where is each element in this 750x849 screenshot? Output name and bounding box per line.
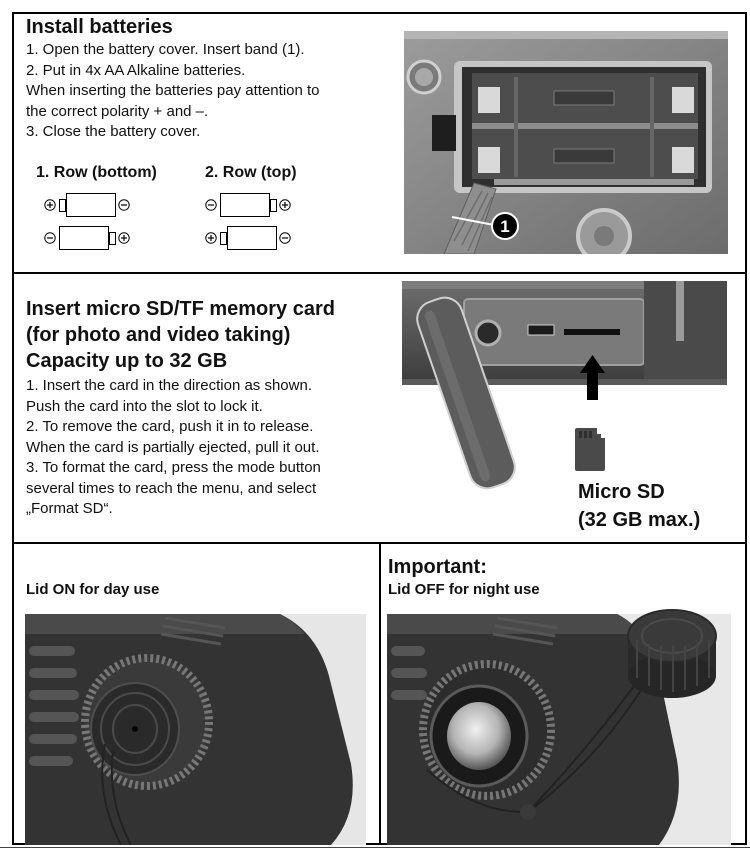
battery-section-title: Install batteries: [26, 16, 173, 38]
cap-strap: [101, 743, 122, 845]
memory-card-step-line: 2. To remove the card, push it in to rel…: [26, 418, 314, 435]
plus-terminal-icon: [118, 232, 130, 244]
bottom-rule: [0, 847, 750, 848]
row-top-label: 2. Row (top): [205, 164, 297, 181]
lid-on-label: Lid ON for day use: [26, 581, 160, 598]
battery-step-line: 3. Close the battery cover.: [26, 123, 201, 140]
battery-diagram: [44, 225, 130, 251]
battery-diagram: [205, 192, 291, 218]
row-bottom-label: 1. Row (bottom): [36, 164, 157, 181]
memory-card-title: Insert micro SD/TF memory card (for phot…: [26, 296, 335, 374]
minus-terminal-icon: [44, 232, 56, 244]
memory-card-step-line: When the card is partially ejected, pull…: [26, 438, 320, 456]
memory-card-title-line: Insert micro SD/TF memory card: [26, 298, 335, 320]
battery-positive-nub: [270, 198, 277, 212]
battery-steps: 1. Open the battery cover. Insert band (…: [26, 40, 320, 143]
strap-bead: [520, 804, 536, 820]
minus-terminal-icon: [205, 199, 217, 211]
card-label-line: (32 GB max.): [578, 509, 701, 531]
memory-card-step-line: „Format SD“.: [26, 500, 113, 517]
av-port-icon: [474, 319, 502, 347]
battery-body: [66, 193, 116, 217]
lens-glass: [447, 702, 511, 770]
lid-on-photo: [25, 614, 366, 845]
battery-positive-nub: [59, 198, 66, 212]
callout-badge: [491, 212, 519, 240]
battery-step-line: 2. Put in 4x AA Alkaline batteries.: [26, 61, 246, 79]
battery-body: [227, 226, 277, 250]
battery-step-line: When inserting the batteries pay attenti…: [26, 82, 320, 99]
sd-slot: [564, 329, 620, 335]
sd-card-icon: [575, 428, 605, 471]
memory-card-step-line: 3. To format the card, press the mode bu…: [26, 459, 321, 476]
lens-cap: [627, 609, 717, 698]
card-slot-photo: [402, 281, 727, 490]
plus-terminal-icon: [44, 199, 56, 211]
column-divider: [379, 543, 381, 845]
arrow-up-icon: [580, 355, 605, 400]
card-label: Micro SD (32 GB max.): [578, 478, 700, 534]
minus-terminal-icon: [118, 199, 130, 211]
callout-number: 1: [500, 217, 509, 236]
lid-off-label: Lid OFF for night use: [388, 581, 540, 598]
plus-terminal-icon: [279, 199, 291, 211]
memory-card-steps: 1. Insert the card in the direction as s…: [26, 376, 321, 520]
memory-card-step-line: several times to reach the menu, and sel…: [26, 479, 317, 497]
plus-terminal-icon: [205, 232, 217, 244]
battery-body: [59, 226, 109, 250]
battery-positive-nub: [109, 231, 116, 245]
battery-diagram: [44, 192, 130, 218]
battery-step-line: the correct polarity + and –.: [26, 102, 209, 120]
battery-compartment-photo: 1: [404, 31, 728, 254]
memory-card-step-line: Push the card into the slot to lock it.: [26, 397, 263, 415]
important-heading: Important:: [388, 556, 487, 578]
battery-body: [220, 193, 270, 217]
memory-card-title-line: (for photo and video taking): [26, 324, 291, 346]
card-label-line: Micro SD: [578, 481, 665, 503]
minus-terminal-icon: [279, 232, 291, 244]
battery-positive-nub: [220, 231, 227, 245]
lid-off-photo: [387, 609, 731, 845]
memory-card-step-line: 1. Insert the card in the direction as s…: [26, 377, 312, 394]
usb-port-icon: [527, 324, 555, 336]
memory-card-title-line: Capacity up to 32 GB: [26, 350, 228, 372]
slot-cover-flap: [416, 296, 516, 490]
battery-step-line: 1. Open the battery cover. Insert band (…: [26, 41, 305, 58]
battery-diagram: [205, 225, 291, 251]
section-divider: [12, 272, 747, 274]
